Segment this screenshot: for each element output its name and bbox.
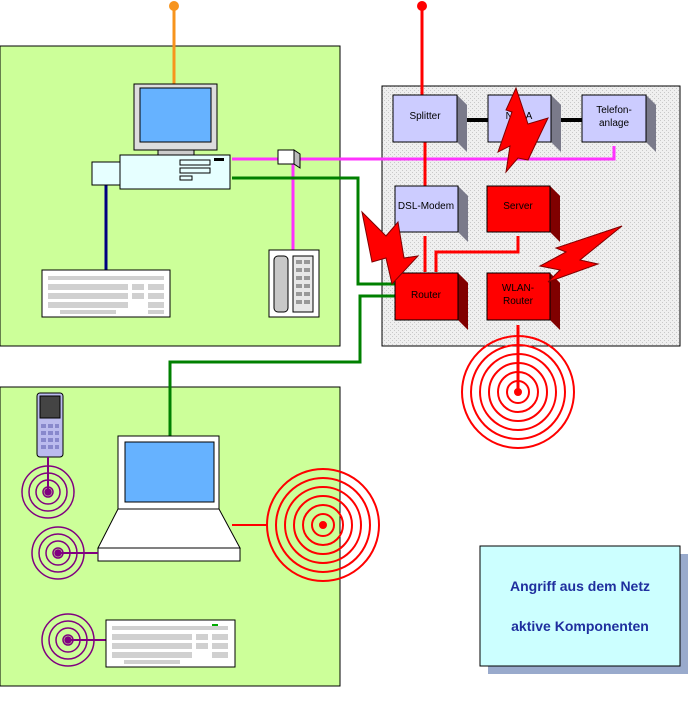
laptop-icon[interactable] — [97, 435, 241, 562]
keyboard-icon[interactable] — [105, 619, 236, 668]
radio-waves-icon — [266, 468, 380, 582]
keyboard-icon[interactable] — [41, 269, 171, 318]
legend-box: Angriff aus dem Netz aktive Komponenten — [479, 545, 688, 674]
router-box[interactable]: Router — [394, 272, 468, 330]
telefon-label-2: anlage — [599, 118, 629, 129]
dsl-modem-box[interactable]: DSL-Modem — [394, 185, 468, 242]
wlan-router-label-2: Router — [503, 296, 534, 307]
lan-cables-green — [168, 176, 396, 438]
telefon-label-1: Telefon- — [596, 105, 632, 116]
mobile-phone-icon[interactable] — [36, 392, 64, 458]
legend-line-1: Angriff aus dem Netz — [510, 578, 650, 594]
phone-adapter-icon — [277, 149, 301, 169]
external-line-orange — [169, 1, 179, 84]
external-line-red — [417, 1, 427, 96]
server-label: Server — [503, 201, 533, 212]
legend-line-2: aktive Komponenten — [511, 618, 649, 634]
lightning-attack-icon — [538, 225, 623, 283]
lightning-attack-icon — [497, 86, 549, 174]
wlan-router-box[interactable]: WLAN- Router — [486, 272, 560, 330]
lightning-attack-icon — [361, 210, 420, 286]
telefonanlage-box[interactable]: Telefon- anlage — [581, 94, 656, 152]
server-box[interactable]: Server — [486, 185, 560, 242]
desktop-pc-icon[interactable] — [91, 83, 231, 190]
splitter-label: Splitter — [409, 111, 441, 122]
wlan-router-label-1: WLAN- — [502, 283, 534, 294]
router-label: Router — [411, 290, 442, 301]
dsl-modem-label: DSL-Modem — [398, 201, 454, 212]
radio-waves-icon — [461, 335, 575, 449]
telephone-icon[interactable] — [268, 249, 320, 318]
splitter-box[interactable]: Splitter — [392, 94, 467, 152]
